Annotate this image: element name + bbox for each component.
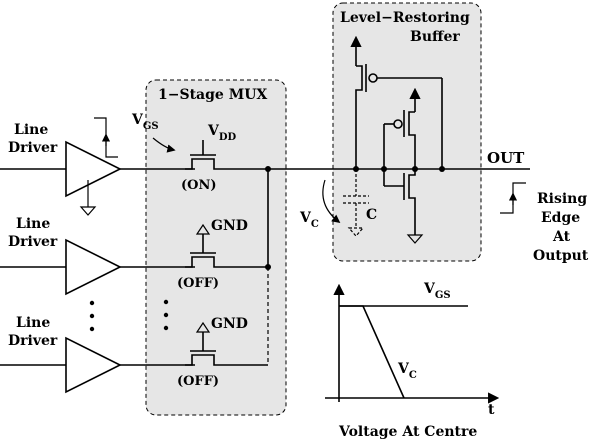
cap-label: C <box>366 207 377 223</box>
graph-vc-label: VC <box>397 361 417 381</box>
buffer-title-b: Buffer <box>410 29 460 45</box>
vc-arrow <box>322 179 341 224</box>
switch-off-label-2: (OFF) <box>177 374 219 389</box>
line-driver-1-label-b: Driver <box>8 140 58 156</box>
buffer-title-a: Level−Restoring <box>340 10 470 26</box>
mux-box <box>145 79 287 416</box>
vgs-arrow <box>152 137 176 153</box>
ellipsis-dots-mux <box>163 299 169 331</box>
line-driver-2 <box>0 238 195 296</box>
vc-label: VC <box>299 210 319 230</box>
rising-edge-label-d: Output <box>533 248 589 264</box>
line-driver-3-label-b: Driver <box>8 333 58 349</box>
line-driver-2-label-b: Driver <box>8 234 58 250</box>
rising-edge-label-b: Edge <box>541 210 580 226</box>
gnd-label-1: GND <box>211 218 248 234</box>
line-driver-3-label-a: Line <box>16 315 50 331</box>
voltage-graph <box>325 283 500 404</box>
switch-on-label: (ON) <box>181 178 217 193</box>
buffer-box <box>332 2 482 262</box>
line-driver-3 <box>0 336 195 394</box>
mux-transistor-off-2 <box>185 321 268 366</box>
out-label: OUT <box>487 149 525 167</box>
graph-caption: Voltage At Centre <box>338 424 477 440</box>
mux-transistor-on <box>185 140 268 170</box>
rising-edge-symbol <box>500 182 526 214</box>
mux-transistor-off-1 <box>185 223 268 268</box>
vgs-input-label: VGS <box>131 112 159 132</box>
vdd-label: VDD <box>207 123 237 143</box>
line-driver-2-label-a: Line <box>16 216 50 232</box>
line-driver-1-label-a: Line <box>14 122 48 138</box>
rising-edge-label-c: At <box>552 229 571 245</box>
vc-curve <box>339 305 405 399</box>
mux-title: 1−Stage MUX <box>158 87 267 103</box>
graph-t-label: t <box>488 402 495 418</box>
graph-vgs-label: VGS <box>423 281 451 301</box>
gnd-label-2: GND <box>211 316 248 332</box>
switch-off-label-1: (OFF) <box>177 276 219 291</box>
ellipsis-dots-drivers <box>89 300 95 332</box>
rising-edge-label-a: Rising <box>537 191 587 207</box>
line-driver-1 <box>0 117 195 216</box>
buffer-circuit <box>350 35 445 244</box>
